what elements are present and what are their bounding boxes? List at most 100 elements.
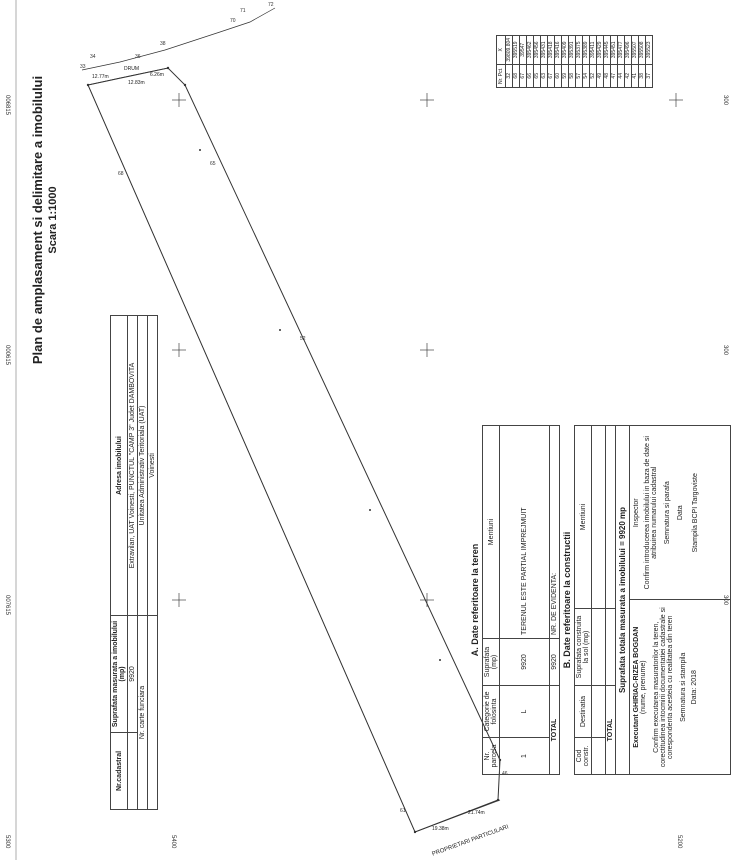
executant-title: Executant GHIRIAC-RIZEA BOGDAN [633, 626, 640, 748]
coord-x-cell: 395445 [603, 35, 611, 65]
inspector-title: Inspector [633, 498, 640, 528]
a-row-categorie: L [499, 685, 550, 738]
svg-text:72: 72 [268, 2, 274, 8]
a-h-nr: Nr. parcela [482, 737, 500, 775]
coord-x-cell: 395456 [533, 35, 541, 65]
coord-pct-cell: 58 [568, 64, 576, 88]
info-uat-value: Voinesti [147, 315, 158, 616]
coord-x-cell: 395496 [624, 35, 632, 65]
coord-x-cell: 395391 [568, 35, 576, 65]
total-surface: Suprafata totala masurata a imobilului =… [616, 425, 630, 775]
info-surface-value: 9920 [127, 615, 138, 733]
grid-label-right-2: 300 [722, 345, 728, 356]
coord-pct-cell: 66 [526, 64, 534, 88]
info-carte-value [147, 615, 158, 810]
svg-text:38: 38 [160, 41, 166, 47]
coord-x-cell: 395451 [610, 35, 618, 65]
grid-label-right-1: 300 [722, 95, 728, 106]
coord-pct-cell: 44 [617, 64, 625, 88]
coord-x-cell: 395418 [547, 35, 555, 65]
a-row-mentiuni: TERENUL ESTE PARTIAL IMPREJMUIT [499, 425, 550, 639]
inspector-stamp: Stampila BCPI Targoviste [692, 473, 699, 553]
scale-label: Scara 1:1000 [47, 186, 59, 254]
coord-x-cell: 395477 [617, 35, 625, 65]
svg-text:33: 33 [80, 64, 86, 70]
info-h-surface: Suprafata masurata a imobilului (mp) [110, 615, 128, 733]
land-data-block: A. Date referitoare la teren Nr. parcela… [470, 425, 731, 775]
signature-block: Executant GHIRIAC-RIZEA BOGDAN (nume, pr… [630, 425, 731, 775]
a-h-categorie: Categorie de folosinta [482, 685, 500, 738]
info-h-carte: Nr. carte funciara [137, 615, 148, 810]
coord-pct-cell: 38 [638, 64, 646, 88]
coord-pct-cell: 63 [540, 64, 548, 88]
coord-x-cell: 395523 [645, 35, 653, 65]
svg-text:71: 71 [240, 8, 246, 14]
coord-x-cell: 395507 [631, 35, 639, 65]
b-total-label: TOTAL [605, 685, 616, 775]
coord-pct-cell: 59 [561, 64, 569, 88]
info-table-wrapper: Nr.cadastral Suprafata masurata a imobil… [110, 315, 158, 810]
dim-label-1: 12.77m [92, 74, 109, 80]
executant-sub: (nume, prenume) [640, 660, 647, 715]
section-b-table: Cod constr. Destinatia Suprafata constru… [574, 425, 616, 775]
svg-text:34: 34 [90, 54, 96, 60]
coord-x-cell: 395431 [540, 35, 548, 65]
inspector-sign: Semnatura si parafa [664, 481, 671, 545]
grid-label-right-3: 300 [722, 595, 728, 606]
info-cadastral-value [127, 732, 138, 810]
executant-text: Confirm executarea masuratorilor la tere… [653, 607, 674, 768]
grid-label-bottom-2: 5300 [4, 835, 10, 849]
b-h-destinatia: Destinatia [574, 685, 592, 738]
b-h-suprafata: Suprafata construita la sol (mp) [574, 608, 592, 686]
executant-date: Data: 2018 [691, 670, 698, 705]
info-h-cadastral: Nr.cadastral [110, 732, 128, 810]
coord-pct-cell: 57 [575, 64, 583, 88]
coord-x-cell: 395508 [638, 35, 646, 65]
b-h-cod: Cod constr. [574, 737, 592, 775]
a-total-label: TOTAL [549, 685, 560, 775]
dim-label-5: 21.74m [468, 810, 485, 816]
page-title: Plan de amplasament si delimitare a imob… [30, 75, 45, 365]
coord-pct-cell: 48 [603, 64, 611, 88]
coord-pct-cell: 52 [589, 64, 597, 88]
grid-label-bottom-1: 5400 [170, 835, 176, 849]
coord-pct-cell: 49 [596, 64, 604, 88]
coord-pct-cell: 67 [519, 64, 527, 88]
svg-text:61: 61 [400, 808, 406, 814]
svg-text:46: 46 [502, 771, 508, 777]
info-address-value: Extravilan, UAT Voinesti, PUNCTUL "CAMP … [127, 315, 138, 616]
coord-pct-cell: 65 [533, 64, 541, 88]
road-label: DRUM [124, 66, 139, 72]
a-h-mentiuni: Mentiuni [482, 425, 500, 639]
coord-x-cell: 395429 [596, 35, 604, 65]
grid-label-top-2: 000615 [4, 345, 10, 366]
coord-pct-cell: 41 [631, 64, 639, 88]
executant-block: Executant GHIRIAC-RIZEA BOGDAN (nume, pr… [630, 599, 730, 774]
inspector-date: Data [677, 505, 684, 521]
grid-label-bottom-3: 5200 [676, 835, 682, 849]
coord-x-cell: 39809.804 [505, 35, 513, 65]
section-b-title: B. Date referitoare la constructii [562, 531, 572, 669]
a-row-suprafata: 9920 [499, 638, 550, 686]
coord-x-cell: 395411 [589, 35, 597, 65]
